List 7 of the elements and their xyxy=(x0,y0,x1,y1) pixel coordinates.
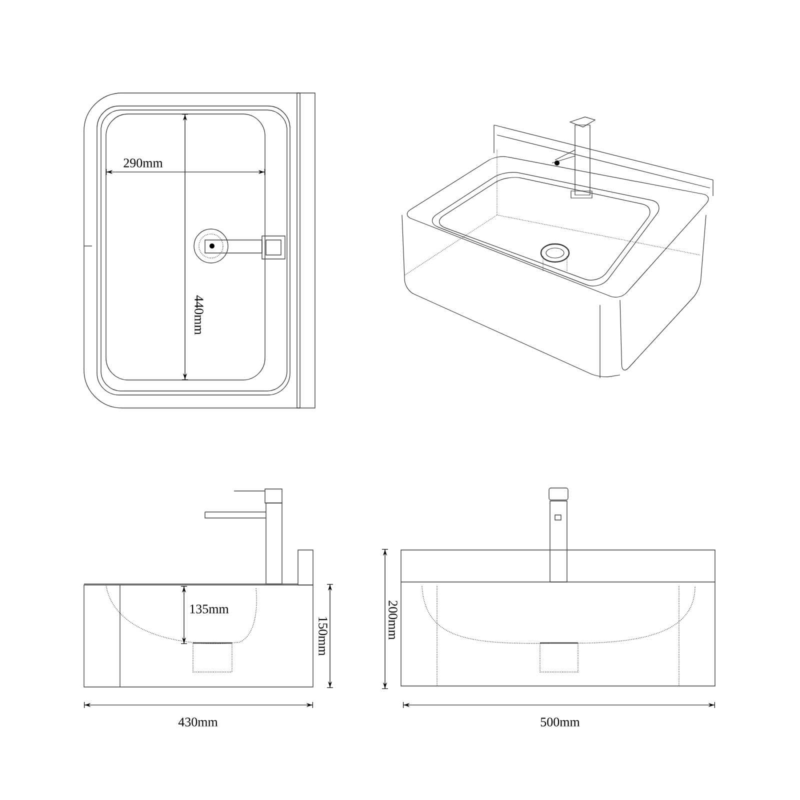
dimension-label: 440mm xyxy=(194,294,204,336)
dimension-label: 200mm xyxy=(388,599,398,641)
dimension-label: 135mm xyxy=(188,604,230,614)
dimension-label: 430mm xyxy=(177,716,219,728)
dimension-label: 500mm xyxy=(539,716,581,728)
dimension-label: 150mm xyxy=(318,615,328,657)
dimension-label: 290mm xyxy=(122,158,164,168)
